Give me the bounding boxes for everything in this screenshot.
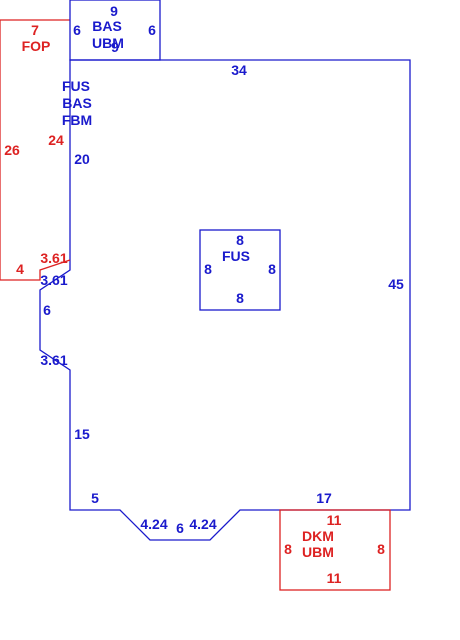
fop-right-dim: 24 [48,132,64,148]
bas-ubm-left-dim: 6 [73,22,81,38]
interior-fus-top-dim: 8 [236,232,244,248]
dim-bottom-left: 5 [91,490,99,506]
dim-right: 45 [388,276,404,292]
dim-top: 34 [231,62,247,78]
bas-ubm-right-dim: 6 [148,22,156,38]
dkm-ubm-outline [279,509,391,591]
interior-fus-outline [199,229,281,311]
dim-left-notch: 6 [43,302,51,318]
fop-diag-dim: 3.61 [40,250,67,266]
bas-ubm-bottom-dim: 9 [111,39,119,55]
main-name-line3: FBM [62,112,92,128]
dim-left-upper: 20 [74,151,90,167]
dim-left-diag-lower: 3.61 [40,352,67,368]
main-outline [39,59,411,541]
interior-fus-left-dim: 8 [204,261,212,277]
fop-bottom-dim: 4 [16,261,24,277]
dkm-ubm-bottom-dim: 11 [327,570,342,586]
fop-left-dim: 26 [4,142,20,158]
dkm-ubm-left-dim: 8 [284,541,292,557]
interior-fus-name: FUS [222,248,250,264]
dim-bottom-diag-left: 4.24 [140,516,167,532]
dim-left-lower: 15 [74,426,90,442]
bas-ubm-top-dim: 9 [110,3,118,19]
dkm-ubm-name-line1: DKM [302,528,334,544]
bas-ubm-outline [69,0,161,61]
main-name-line2: BAS [62,95,92,111]
fop-top-dim: 7 [31,22,39,38]
bas-ubm-name-line2: UBM [92,35,124,51]
dim-bottom-right: 17 [316,490,332,506]
fop-outline [0,19,71,281]
interior-fus-right-dim: 8 [268,261,276,277]
fop-name: FOP [22,38,51,54]
interior-fus-bottom-dim: 8 [236,290,244,306]
dkm-ubm-top-dim: 11 [327,512,342,528]
dim-left-diag-upper: 3.61 [40,272,67,288]
dim-bottom-mid: 6 [176,520,184,536]
bas-ubm-name-line1: BAS [92,18,122,34]
main-name-line1: FUS [62,78,90,94]
dkm-ubm-right-dim: 8 [377,541,385,557]
dkm-ubm-name-line2: UBM [302,544,334,560]
dim-bottom-diag-right: 4.24 [189,516,216,532]
